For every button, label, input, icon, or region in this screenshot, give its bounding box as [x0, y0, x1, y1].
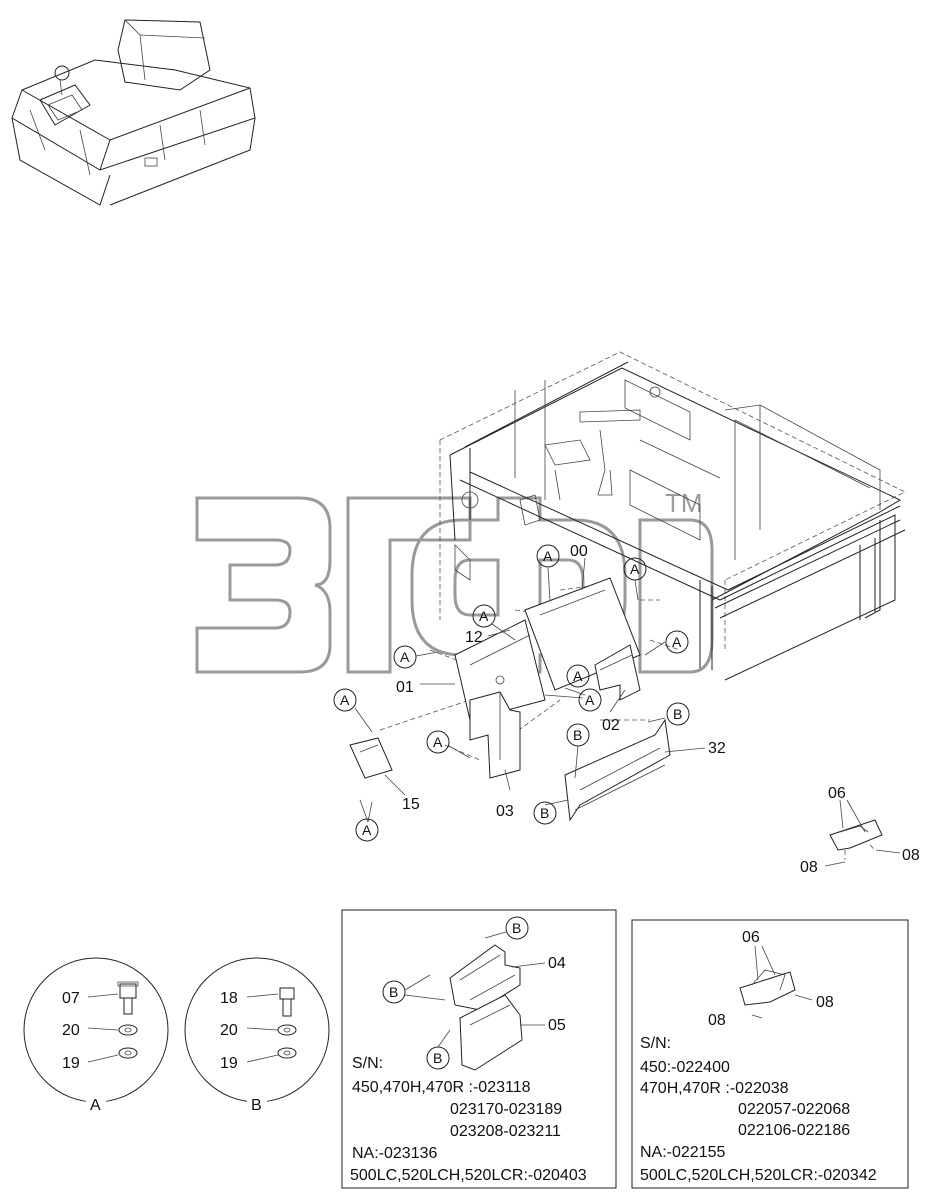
box-right: 06 08 08 S/N: 450:-022400 470H,470R :-02… — [631, 919, 909, 1189]
detail-a: 07 20 19 A — [23, 957, 169, 1114]
watermark-tm: TM — [665, 488, 703, 518]
label-part-08-left: 08 — [800, 859, 818, 876]
box-left-part-05: 05 — [548, 1017, 566, 1034]
label-part-12: 12 — [465, 629, 483, 646]
callout-a: A — [630, 561, 640, 577]
label-part-02: 02 — [602, 717, 620, 734]
box-left-callout-b: B — [433, 1050, 442, 1066]
callout-b: B — [673, 706, 682, 722]
box-left: B B B 04 05 S/N: 450,470H,470R :-023118 … — [341, 909, 617, 1189]
callouts: A A A A A A A A A A B B B — [333, 544, 690, 842]
callout-a: A — [585, 692, 595, 708]
label-part-03: 03 — [496, 803, 514, 820]
box-left-sn-line-3: 023208-023211 — [450, 1123, 561, 1140]
callout-a: A — [479, 608, 489, 624]
box-right-sn-line-1: 450:-022400 — [640, 1059, 730, 1076]
callout-a: A — [340, 692, 350, 708]
excavator-thumbnail — [11, 19, 256, 206]
label-part-32: 32 — [708, 740, 726, 757]
label-part-06: 06 — [828, 785, 846, 802]
box-right-part-08-left: 08 — [708, 1012, 726, 1029]
box-right-sn-line-4: 022106-022186 — [738, 1122, 850, 1139]
callout-b: B — [573, 727, 582, 743]
box-left-part-04: 04 — [548, 955, 566, 972]
frame-assembly — [379, 351, 906, 761]
detail-b-washer2-label: 19 — [220, 1055, 238, 1072]
box-right-part-06: 06 — [742, 929, 760, 946]
callout-a: A — [543, 548, 553, 564]
box-right-part-08-right: 08 — [816, 994, 834, 1011]
box-right-sn-line-2: 470H,470R :-022038 — [640, 1080, 789, 1097]
label-part-15: 15 — [402, 796, 420, 813]
label-part-01: 01 — [396, 679, 414, 696]
callout-a: A — [400, 649, 410, 665]
box-left-callout-b: B — [389, 984, 398, 1000]
box-left-sn-line-5: 500LC,520LCH,520LCR:-020403 — [350, 1167, 587, 1184]
box-left-sn-heading: S/N: — [352, 1055, 383, 1072]
callout-a: A — [362, 822, 372, 838]
box-right-sn-line-6: 500LC,520LCH,520LCR:-020342 — [640, 1167, 877, 1184]
detail-a-washer2-label: 19 — [62, 1055, 80, 1072]
label-part-00: 00 — [570, 543, 588, 560]
callout-a: A — [433, 734, 443, 750]
box-left-callout-b: B — [512, 920, 521, 936]
detail-a-bolt-label: 07 — [62, 990, 80, 1007]
box-right-sn-line-5: NA:-022155 — [640, 1144, 725, 1161]
detail-b: 18 20 19 B — [184, 957, 330, 1114]
callout-a: A — [573, 668, 583, 684]
detail-b-washer1-label: 20 — [220, 1022, 238, 1039]
leader-lines — [354, 557, 901, 867]
box-left-sn-line-4: NA:-023136 — [352, 1145, 437, 1162]
callout-a: A — [672, 634, 682, 650]
callout-b: B — [540, 805, 549, 821]
box-left-sn-line-2: 023170-023189 — [450, 1101, 562, 1118]
detail-b-title: B — [251, 1097, 262, 1114]
label-part-08-right: 08 — [902, 847, 920, 864]
box-left-sn-line-1: 450,470H,470R :-023118 — [352, 1079, 531, 1096]
detail-a-washer1-label: 20 — [62, 1022, 80, 1039]
detail-a-title: A — [90, 1097, 101, 1114]
box-right-sn-heading: S/N: — [640, 1035, 671, 1052]
detail-b-bolt-label: 18 — [220, 990, 238, 1007]
box-right-sn-line-3: 022057-022068 — [738, 1101, 850, 1118]
